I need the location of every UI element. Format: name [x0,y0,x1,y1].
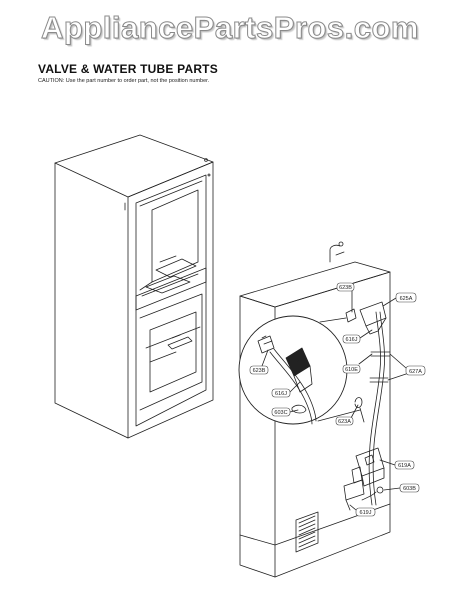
label-623B-detail: 623B [253,368,266,374]
label-603B: 603B [403,486,416,492]
caution-note: CAUTION: Use the part number to order pa… [38,78,210,84]
label-619A: 619A [398,463,411,469]
label-623B-top: 623B [339,285,352,291]
label-627A: 627A [409,369,422,375]
label-623A: 623A [338,419,351,425]
label-616J-detail: 616J [275,391,287,397]
label-619J: 619J [360,510,372,516]
label-603C: 603C [274,410,287,416]
label-625A: 625A [400,296,413,302]
part-callout-labels [249,282,426,517]
page-title: VALVE & WATER TUBE PARTS [38,62,218,76]
cabinet-front-view [54,134,214,439]
watermark-logo: AppliancePartsPros.com [41,10,419,46]
part-callout-texts: 623B 625A 616J 610E 627A 623A 619A 603B … [253,285,423,516]
label-616J-right: 616J [346,337,358,343]
label-610E: 610E [345,367,358,373]
